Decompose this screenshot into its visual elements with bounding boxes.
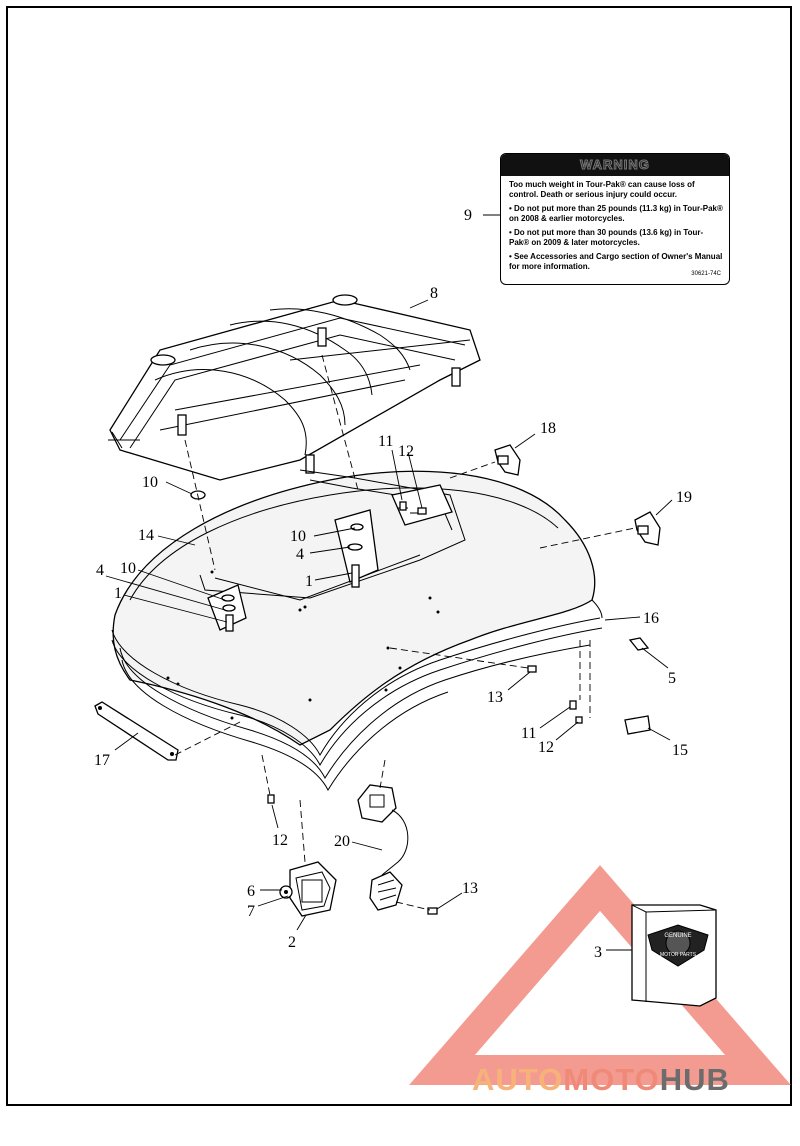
warning-label-code: 30621-74C (691, 271, 721, 277)
warning-paragraph-2: • Do not put more than 25 pounds (11.3 k… (509, 204, 723, 223)
genuine-motor-parts-badge: GENUINE MOTOR PARTS (647, 924, 709, 967)
callout-numbers: 9 8 18 11 12 19 10 10 4 1 14 4 10 1 16 5… (94, 207, 692, 961)
callout-12-bottom: 12 (272, 832, 288, 849)
callout-17: 17 (94, 752, 110, 769)
nut-part-12-lower (575, 716, 583, 724)
screw-part-13-lower (427, 907, 438, 915)
callout-14: 14 (138, 527, 154, 544)
callout-2: 2 (288, 934, 296, 951)
screw-part-11-lower (569, 700, 577, 710)
alignment-lines (174, 354, 636, 911)
warning-label-part-9: WARNING Too much weight in Tour-Pak® can… (500, 153, 730, 285)
callout-12-upper: 12 (398, 443, 414, 460)
callout-1-left: 1 (114, 585, 122, 602)
callout-6: 6 (247, 883, 255, 900)
parts-box-part-3: GENUINE MOTOR PARTS (631, 904, 717, 1007)
screw-part-11-lid (399, 501, 407, 511)
callout-15: 15 (672, 742, 688, 759)
hinge-part-18 (494, 444, 521, 476)
light-assembly-part-20 (357, 784, 409, 911)
luggage-rack-part-8 (108, 294, 481, 481)
nut-part-12-lid (417, 507, 427, 515)
badge-top-text: GENUINE (664, 933, 691, 939)
latch-part-2 (279, 861, 337, 917)
page-frame (6, 6, 792, 1106)
warning-paragraph-4: • See Accessories and Cargo section of O… (509, 252, 723, 271)
callout-11-lower: 11 (521, 725, 536, 742)
callout-13-upper: 13 (487, 689, 503, 706)
callout-5: 5 (668, 670, 676, 687)
callout-10-left: 10 (120, 560, 136, 577)
callout-1-middle: 1 (305, 573, 313, 590)
watermark-auto: AUTO (472, 1062, 564, 1097)
badge-bottom-text: MOTOR PARTS (660, 952, 697, 958)
callout-9: 9 (464, 207, 472, 224)
tour-pak-base-rim (119, 644, 591, 792)
tour-pak-lid-part-14 (112, 469, 596, 746)
callout-19: 19 (676, 489, 692, 506)
nut-part-12-bottom (267, 794, 275, 804)
callout-3: 3 (594, 944, 602, 961)
screw-part-13-lid (527, 665, 537, 673)
warning-paragraph-1: Too much weight in Tour-Pak® can cause l… (509, 180, 695, 199)
callout-20: 20 (334, 833, 350, 850)
callout-13-lower: 13 (462, 880, 478, 897)
callout-8: 8 (430, 285, 438, 302)
callout-10-top: 10 (142, 474, 158, 491)
warning-label-header: WARNING (501, 154, 729, 176)
leader-lines (105, 214, 673, 951)
warning-label-body: Too much weight in Tour-Pak® can cause l… (501, 176, 729, 272)
callout-11-upper: 11 (378, 433, 393, 450)
callout-12-lower: 12 (538, 739, 554, 756)
callout-10-middle: 10 (290, 528, 306, 545)
watermark-hub: HUB (659, 1062, 730, 1097)
watermark-moto: MOTO (563, 1062, 660, 1097)
hinge-part-19 (634, 511, 661, 546)
strap-part-17 (94, 701, 179, 761)
warning-paragraph-3: • Do not put more than 30 pounds (13.6 k… (509, 228, 704, 247)
watermark-logo-text: AUTOMOTOHUB (472, 1060, 792, 1100)
callout-4-left: 4 (96, 562, 104, 579)
clip-part-5 (628, 637, 650, 651)
callout-18: 18 (540, 420, 556, 437)
callout-16: 16 (643, 610, 659, 627)
callout-7: 7 (247, 903, 255, 920)
callout-4-middle: 4 (296, 546, 304, 563)
plate-part-15 (624, 715, 651, 735)
